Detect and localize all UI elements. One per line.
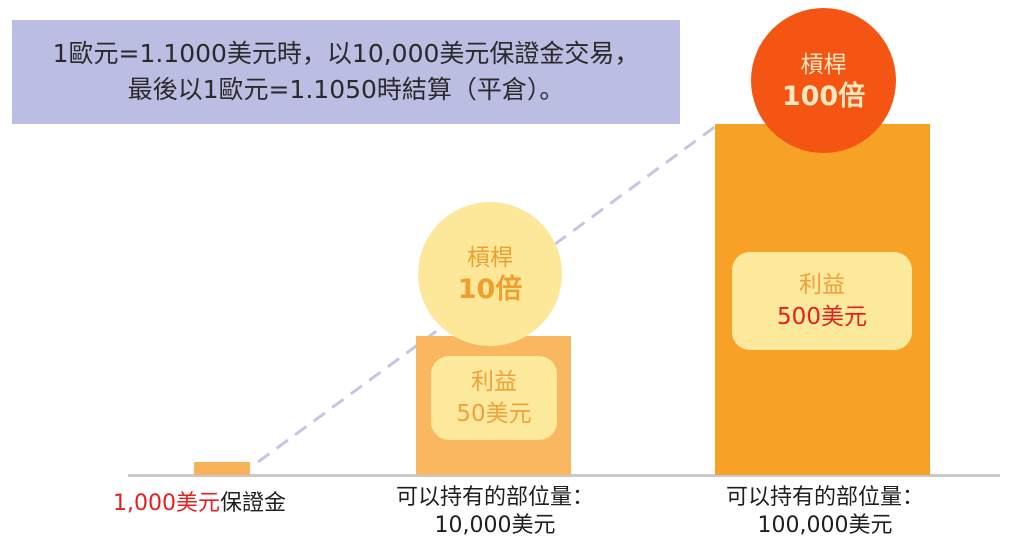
leverage-badge-100x: 槓桿 100倍 bbox=[751, 8, 896, 153]
profit-label: 利益 bbox=[471, 369, 517, 395]
position-label: 可以持有的部位量： bbox=[725, 485, 924, 510]
note-line-1: 1歐元=1.1000美元時，以10,000美元保證金交易， bbox=[52, 39, 640, 68]
profit-value: 50美元 bbox=[456, 401, 532, 427]
note-line-2: 最後以1歐元=1.1050時結算（平倉）。 bbox=[127, 75, 565, 104]
baseline bbox=[128, 474, 1000, 477]
profit-label: 利益 bbox=[799, 272, 845, 298]
position-value: 100,000美元 bbox=[757, 513, 893, 538]
margin-caption: 1,000美元保證金 bbox=[113, 490, 286, 518]
explanation-note: 1歐元=1.1000美元時，以10,000美元保證金交易， 最後以1歐元=1.1… bbox=[12, 20, 680, 124]
position-label: 可以持有的部位量： bbox=[395, 485, 594, 510]
margin-bar bbox=[194, 462, 250, 475]
leverage-value: 100倍 bbox=[781, 80, 866, 112]
profit-card-100x: 利益 500美元 bbox=[732, 252, 912, 350]
position-value: 10,000美元 bbox=[434, 513, 556, 538]
margin-amount: 1,000美元 bbox=[113, 491, 220, 516]
margin-label: 保證金 bbox=[219, 491, 286, 516]
leverage-label: 槓桿 bbox=[467, 245, 513, 271]
position-caption-100x: 可以持有的部位量： 100,000美元 bbox=[695, 484, 955, 540]
profit-card-10x: 利益 50美元 bbox=[431, 356, 557, 440]
leverage-label: 槓桿 bbox=[800, 51, 847, 78]
profit-value: 500美元 bbox=[777, 304, 867, 330]
position-caption-10x: 可以持有的部位量： 10,000美元 bbox=[380, 484, 610, 540]
leverage-badge-10x: 槓桿 10倍 bbox=[418, 202, 562, 346]
leverage-value: 10倍 bbox=[457, 274, 523, 305]
